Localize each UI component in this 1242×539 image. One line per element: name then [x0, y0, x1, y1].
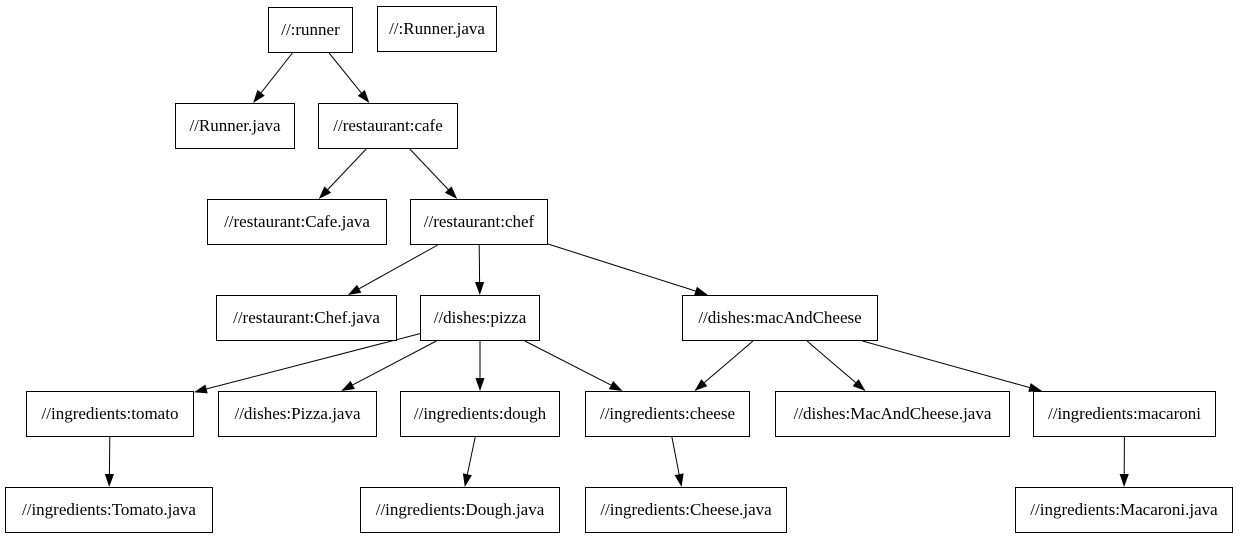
graph-node-runner: //:runner — [268, 7, 353, 53]
edge-chef-to-mac-and-cheese — [547, 243, 696, 292]
arrowhead-mac-and-cheese-to-macaroni — [1028, 383, 1042, 392]
edge-mac-and-cheese-to-cheese — [703, 340, 754, 383]
graph-node-tomato: //ingredients:tomato — [26, 391, 194, 437]
arrowhead-cafe-to-cafe-java — [318, 186, 332, 199]
graph-node-cafe: //restaurant:cafe — [318, 103, 458, 149]
graph-node-label: //restaurant:cafe — [333, 116, 443, 135]
edge-mac-and-cheese-to-macaroni — [862, 340, 1030, 388]
edge-cafe-to-chef — [409, 148, 449, 190]
graph-node-label: //ingredients:Macaroni.java — [1030, 500, 1218, 519]
graph-node-label: //ingredients:tomato — [41, 404, 179, 423]
graph-node-cheese: //ingredients:cheese — [585, 391, 750, 437]
arrowhead-chef-to-chef-java — [347, 284, 362, 295]
edge-chef-to-chef-java — [358, 244, 438, 290]
edge-pizza-to-tomato — [206, 333, 421, 390]
graph-node-dough-java: //ingredients:Dough.java — [360, 487, 560, 533]
graph-node-label: //dishes:pizza — [433, 308, 527, 327]
graph-node-tomato-java: //ingredients:Tomato.java — [5, 487, 213, 533]
graph-node-runner-java-root: //:Runner.java — [377, 6, 497, 52]
graph-node-label: //restaurant:Chef.java — [233, 308, 380, 327]
graph-node-label: //ingredients:Cheese.java — [600, 500, 772, 519]
graph-node-label: //ingredients:dough — [413, 404, 547, 423]
arrowhead-pizza-to-pizza-java — [341, 380, 355, 391]
arrowhead-pizza-to-dough — [475, 378, 485, 391]
arrowhead-macaroni-to-macaroni-java — [1119, 474, 1129, 487]
graph-node-runner-java: //Runner.java — [175, 103, 295, 149]
graph-node-label: //ingredients:cheese — [599, 404, 735, 423]
graph-node-label: //restaurant:chef — [423, 212, 535, 231]
graph-node-label: //restaurant:Cafe.java — [224, 212, 370, 231]
graph-node-label: //:runner — [281, 20, 340, 39]
edge-mac-and-cheese-to-mac-and-cheese-java — [806, 340, 857, 383]
graph-node-chef: //restaurant:chef — [410, 199, 548, 245]
graph-node-label: //Runner.java — [189, 116, 281, 135]
edge-runner-to-cafe — [328, 52, 362, 94]
graph-node-dough: //ingredients:dough — [400, 391, 560, 437]
edge-cafe-to-cafe-java — [327, 148, 367, 190]
graph-node-label: //ingredients:Dough.java — [375, 500, 545, 519]
arrowhead-runner-to-cafe — [357, 90, 370, 103]
edge-dough-to-dough-java — [466, 436, 476, 475]
graph-node-label: //ingredients:Tomato.java — [22, 500, 196, 519]
edge-cheese-to-cheese-java — [671, 436, 680, 475]
graph-node-pizza: //dishes:pizza — [420, 295, 540, 341]
graph-node-label: //dishes:Pizza.java — [234, 404, 361, 423]
graph-node-mac-and-cheese: //dishes:macAndCheese — [682, 295, 878, 341]
graph-node-cafe-java: //restaurant:Cafe.java — [207, 199, 387, 245]
edge-runner-to-runner-java — [260, 52, 293, 94]
edge-pizza-to-cheese — [524, 340, 612, 386]
arrowhead-pizza-to-tomato — [194, 384, 208, 394]
graph-node-label: //ingredients:macaroni — [1048, 404, 1201, 423]
graph-node-mac-and-cheese-java: //dishes:MacAndCheese.java — [775, 391, 1010, 437]
graph-node-macaroni: //ingredients:macaroni — [1033, 391, 1216, 437]
arrowhead-cafe-to-chef — [444, 186, 458, 199]
arrowhead-cheese-to-cheese-java — [674, 473, 684, 487]
graph-node-cheese-java: //ingredients:Cheese.java — [585, 487, 787, 533]
graph-node-label: //:Runner.java — [389, 19, 485, 38]
arrowhead-runner-to-runner-java — [253, 89, 265, 103]
arrowhead-tomato-to-tomato-java — [104, 474, 114, 487]
edge-pizza-to-pizza-java — [352, 340, 437, 386]
graph-node-macaroni-java: //ingredients:Macaroni.java — [1015, 487, 1233, 533]
graph-node-label: //dishes:macAndCheese — [698, 308, 862, 327]
graph-node-label: //dishes:MacAndCheese.java — [793, 404, 992, 423]
arrowhead-mac-and-cheese-to-mac-and-cheese-java — [852, 379, 866, 391]
arrowhead-dough-to-dough-java — [462, 473, 472, 487]
arrowhead-mac-and-cheese-to-cheese — [694, 379, 708, 391]
arrowhead-chef-to-mac-and-cheese — [694, 286, 708, 296]
graph-node-pizza-java: //dishes:Pizza.java — [218, 391, 377, 437]
arrowhead-pizza-to-cheese — [608, 381, 623, 391]
arrowhead-chef-to-pizza — [475, 282, 485, 295]
graph-node-chef-java: //restaurant:Chef.java — [216, 295, 397, 341]
